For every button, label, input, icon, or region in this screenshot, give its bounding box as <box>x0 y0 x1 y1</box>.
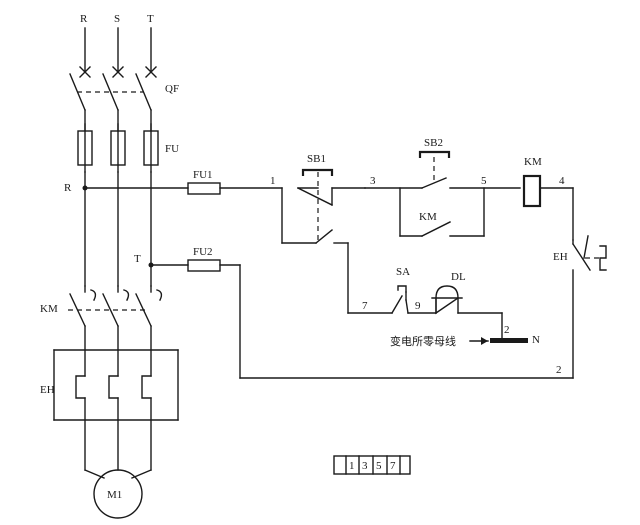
table-cell-3: 5 <box>376 460 382 472</box>
phase-label-r: R <box>80 13 88 25</box>
wire-7-label: 7 <box>362 300 368 312</box>
wire-9-label: 9 <box>415 300 421 312</box>
wire-4-label: 4 <box>559 175 565 187</box>
table-cell-4: 7 <box>390 460 396 472</box>
breaker-label: QF <box>165 83 179 95</box>
neutral-label: N <box>532 334 540 346</box>
contactor-main-label: KM <box>40 303 58 315</box>
fuse1-label: FU1 <box>193 169 213 181</box>
km-aux-contact <box>399 187 485 237</box>
table-cell-2: 3 <box>362 460 368 472</box>
sb2-label: SB2 <box>424 137 443 149</box>
eh-thermal-contact <box>572 187 607 379</box>
km-coil <box>522 174 574 208</box>
wire-1-label: 1 <box>270 175 276 187</box>
phase-label-t: T <box>147 13 154 25</box>
node-t-label: T <box>134 253 141 265</box>
main-contactor-km <box>68 285 163 377</box>
thermal-label: EH <box>553 251 568 263</box>
heater-label: EH <box>40 384 55 396</box>
wire-number-table <box>333 455 411 475</box>
dl-bell <box>431 285 503 339</box>
heater-eh <box>53 349 179 471</box>
main-fuses <box>77 109 159 173</box>
breaker-qf <box>69 66 157 111</box>
start-button-sb2 <box>364 150 521 237</box>
power-lines-mid <box>84 171 152 287</box>
wire-2b-label: 2 <box>556 364 562 376</box>
power-lines-top <box>84 27 152 73</box>
table-cell-1: 1 <box>349 460 355 472</box>
sb1-label: SB1 <box>307 153 326 165</box>
wire-2a-label: 2 <box>504 324 510 336</box>
fuse2-label: FU2 <box>193 246 213 258</box>
sa-switch <box>347 285 437 314</box>
motor-m1 <box>84 469 152 519</box>
phase-label-s: S <box>114 13 120 25</box>
motor-label: M1 <box>107 489 122 501</box>
wire-3-label: 3 <box>370 175 376 187</box>
coil-label: KM <box>524 156 542 168</box>
aux-contact-label: KM <box>419 211 437 223</box>
control-wire-r <box>84 182 283 195</box>
neutral-bus <box>469 337 528 345</box>
fuse-main-label: FU <box>165 143 179 155</box>
dl-label: DL <box>451 271 466 283</box>
sa-label: SA <box>396 266 410 278</box>
control-wire-t <box>150 259 574 379</box>
neutral-bus-label: 变电所零母线 <box>390 334 456 348</box>
stop-button-sb1 <box>281 168 366 314</box>
wire-5-label: 5 <box>481 175 487 187</box>
node-r-label: R <box>64 182 72 194</box>
